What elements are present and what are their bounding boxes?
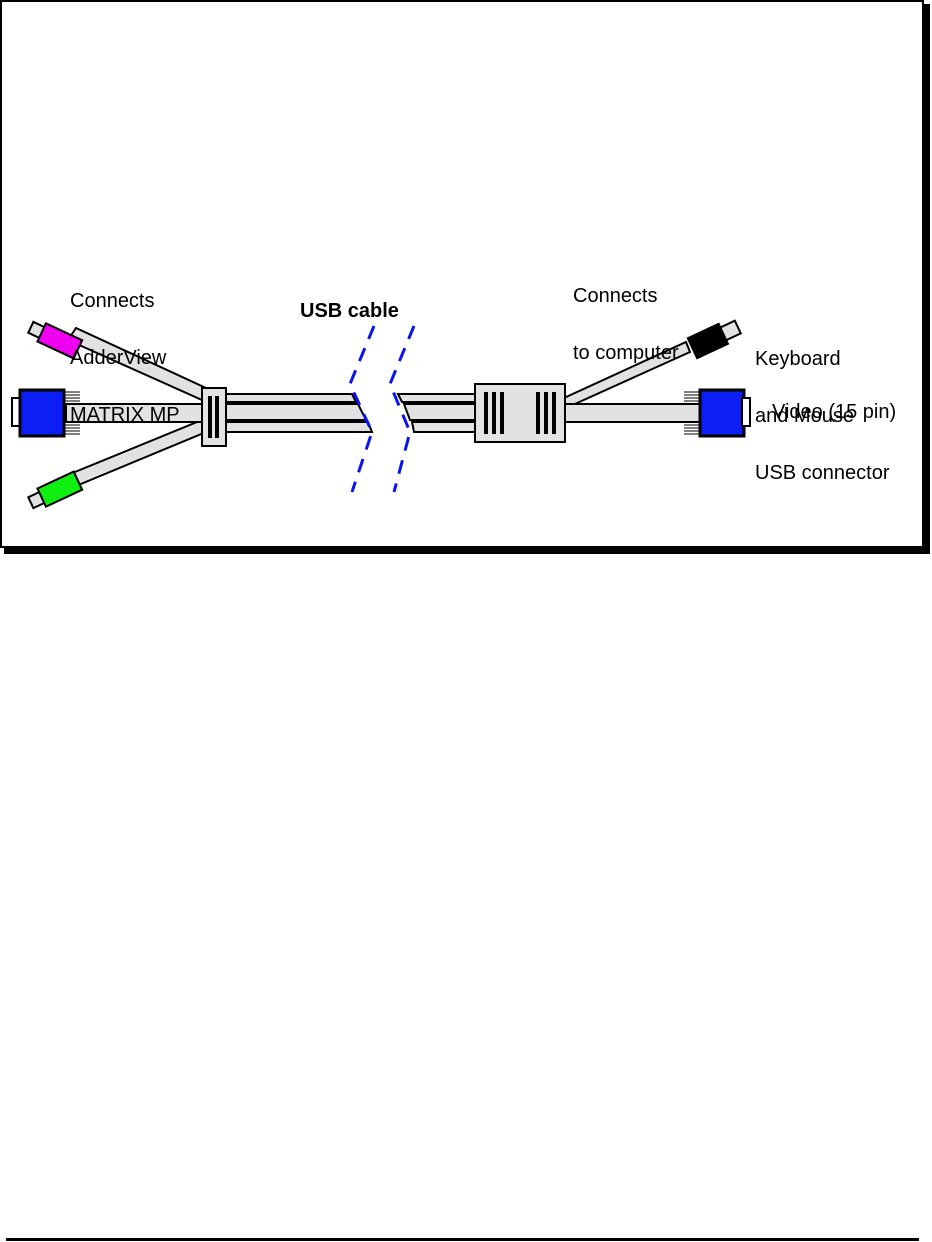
right-junction-box: [474, 383, 566, 443]
usb-keyboard-mouse-connector: [686, 319, 743, 360]
usb-cable-left-segment: [225, 393, 374, 433]
ps2-top-connector: [26, 320, 84, 360]
cable-diagram: [11, 319, 751, 510]
usb-cable-label: USB cable: [300, 300, 399, 322]
usb-cable-right-segment: [396, 393, 477, 433]
label-line: Keyboard: [755, 348, 841, 370]
keyboard-mouse-label: Keyboard and Mouse USB connector: [755, 312, 890, 502]
label-line: Connects: [70, 290, 155, 312]
right-video-cable: [563, 403, 701, 423]
label-line: MATRIX MP: [70, 404, 180, 426]
left-splitter-collar: [201, 387, 227, 447]
figure-frame: [0, 0, 924, 548]
right-video-connector: [684, 388, 751, 438]
label-line: Connects: [573, 285, 658, 307]
label-line: USB connector: [755, 462, 890, 484]
footer-rule: [6, 1238, 919, 1241]
left-video-connector: [11, 388, 80, 438]
label-line: AdderView: [70, 347, 167, 369]
right-connects-label: Connects to computer: [573, 249, 679, 382]
figure-shadow: [4, 548, 928, 554]
figure-shadow: [924, 4, 930, 554]
label-line: to computer: [573, 342, 679, 364]
left-connects-label: Connects AdderView MATRIX MP: [70, 254, 180, 444]
video-label: Video (15 pin): [772, 401, 897, 423]
ps2-bottom-connector: [26, 470, 84, 510]
cable-break-marker: [348, 325, 416, 493]
label-line: and Mouse: [755, 405, 854, 427]
